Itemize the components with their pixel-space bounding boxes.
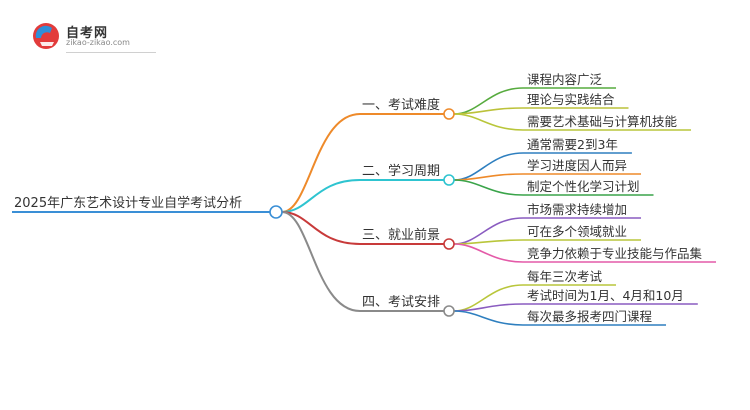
branch-label-3: 三、就业前景 bbox=[362, 227, 440, 243]
leaf-label: 每次最多报考四门课程 bbox=[527, 309, 653, 324]
branch-node-2 bbox=[443, 174, 455, 186]
leaf-label: 理论与实践结合 bbox=[527, 92, 615, 107]
branch-node-3 bbox=[443, 238, 455, 250]
leaf-label: 每年三次考试 bbox=[527, 269, 603, 284]
logo-icon bbox=[33, 23, 59, 49]
leaf-label: 通常需要2到3年 bbox=[527, 137, 618, 152]
branch-label-4: 四、考试安排 bbox=[362, 295, 440, 310]
root-node-label: 2025年广东艺术设计专业自学考试分析 bbox=[14, 195, 242, 211]
leaf-label: 制定个性化学习计划 bbox=[527, 179, 640, 194]
leaf-label: 竞争力依赖于专业技能与作品集 bbox=[527, 246, 703, 261]
leaf-label: 可在多个领域就业 bbox=[527, 224, 627, 239]
logo-url: zikao-zikao.com bbox=[66, 38, 130, 47]
leaf-label: 考试时间为1月、4月和10月 bbox=[527, 288, 684, 303]
leaf-connector-4-3 bbox=[453, 310, 524, 326]
branch-label-2: 二、学习周期 bbox=[362, 163, 440, 179]
branch-connector-1 bbox=[281, 113, 361, 213]
leaf-connector-2-3 bbox=[453, 179, 524, 196]
leaf-label: 课程内容广泛 bbox=[527, 72, 603, 87]
branch-node-4 bbox=[443, 305, 455, 317]
leaf-connector-2-2 bbox=[453, 173, 524, 181]
branch-label-1: 一、考试难度 bbox=[362, 97, 440, 113]
leaf-connector-4-2 bbox=[453, 303, 524, 312]
logo-name: 自考网 bbox=[66, 26, 109, 41]
leaf-label: 学习进度因人而异 bbox=[527, 158, 627, 173]
branch-connector-2 bbox=[281, 179, 361, 213]
branch-connector-4 bbox=[281, 211, 361, 312]
leaf-label: 需要艺术基础与计算机技能 bbox=[527, 114, 678, 129]
leaf-label: 市场需求持续增加 bbox=[527, 202, 627, 217]
leaf-connector-1-2 bbox=[453, 107, 524, 115]
branch-connector-3 bbox=[281, 211, 361, 245]
logo: 自考网 zikao-zikao.com bbox=[30, 20, 156, 54]
branch-node-1 bbox=[443, 108, 455, 120]
logo-divider bbox=[66, 52, 156, 53]
root-node bbox=[269, 205, 283, 219]
leaf-connector-1-3 bbox=[453, 113, 524, 131]
leaf-connector-3-3 bbox=[453, 243, 524, 263]
